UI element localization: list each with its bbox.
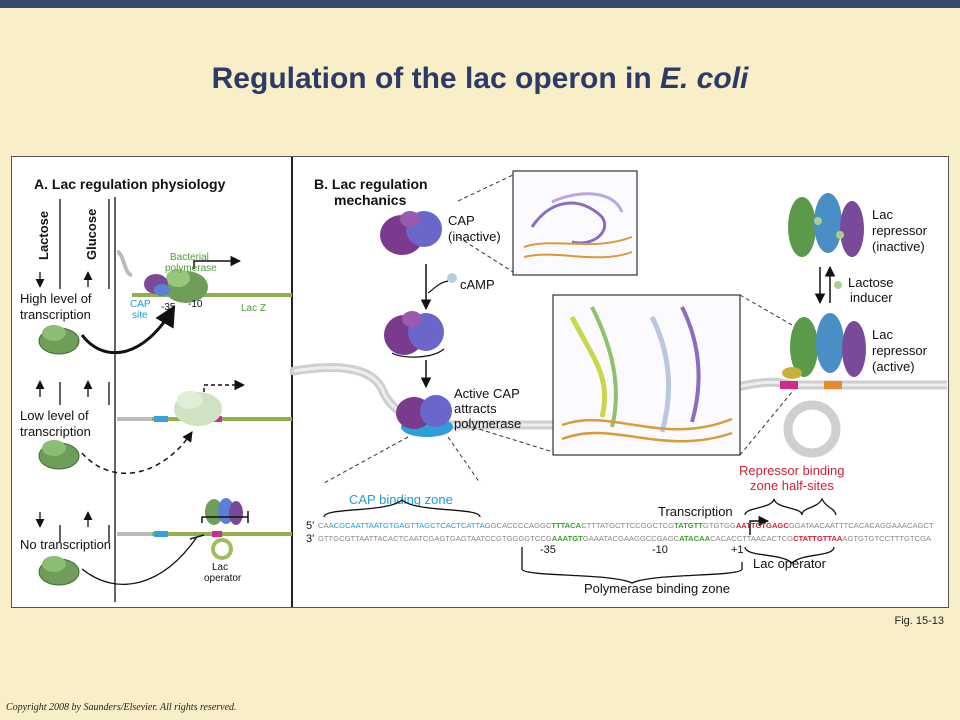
repressor-active-label-2: repressor — [872, 343, 928, 358]
lactose-inducer-molecule — [834, 281, 842, 289]
active-cap-label-3: polymerase — [454, 416, 521, 431]
repressor-active-label-3: (active) — [872, 359, 915, 374]
faded-polymerase-row2 — [174, 391, 222, 426]
transcription-start-arrow — [749, 515, 770, 535]
five-prime-label: 5' — [306, 520, 314, 532]
no-activation-line — [81, 536, 198, 585]
lac-operator-label-b: Lac operator — [753, 556, 827, 571]
glucose-axis-label: Glucose — [84, 209, 99, 260]
minus10-label-a: -10 — [188, 299, 203, 310]
cap-bound-row1 — [144, 274, 170, 296]
panel-a-heading: A. Lac regulation physiology — [34, 176, 226, 192]
top-bar — [0, 0, 960, 8]
top-strand-sequence: CAACGCAATTAATGTGAGTTAGCTCACTCATTAGGCACCC… — [318, 521, 934, 530]
bacterial-polymerase-row1 — [164, 269, 208, 303]
dna-loop-row3 — [211, 538, 233, 560]
lac-operator-label-a-1: Lac — [212, 562, 228, 573]
low-level-label-2: transcription — [20, 424, 91, 439]
cap-inactive-label-1: CAP — [448, 213, 475, 228]
polymerase-zone-label: Polymerase binding zone — [584, 581, 730, 596]
cap-binding-zone-label: CAP binding zone — [349, 492, 453, 507]
panel-b-heading-2: mechanics — [334, 192, 407, 208]
cap-active-blob — [384, 311, 445, 358]
plus1-label: +1 — [731, 544, 744, 556]
active-cap-label-1: Active CAP — [454, 386, 520, 401]
repressor-inactive-label-2: repressor — [872, 223, 928, 238]
low-level-label-1: Low level of — [20, 408, 89, 423]
lac-operator-label-a-2: operator — [204, 573, 242, 584]
diagram-svg: A. Lac regulation physiology Lactose Glu… — [20, 170, 947, 602]
copyright-notice: Copyright 2008 by Saunders/Elsevier. All… — [6, 702, 237, 713]
repressor-inactive-label-3: (inactive) — [872, 239, 925, 254]
lac-operator-brace — [744, 546, 835, 564]
three-prime-label: 3' — [306, 533, 314, 545]
panel-divider — [291, 157, 293, 607]
cap-inactive-blob — [380, 211, 442, 255]
cap-zone-brace — [323, 499, 481, 518]
lactose-axis-label: Lactose — [36, 211, 51, 260]
cap-inactive-label-2: (inactive) — [448, 229, 501, 244]
cap-protein-row2 — [38, 440, 80, 470]
cap-protein-row1 — [38, 325, 80, 355]
lac-repressor-active — [782, 313, 866, 379]
high-level-label-2: transcription — [20, 307, 91, 322]
minus10-label-b: -10 — [652, 544, 668, 556]
low-activation-arrow — [81, 431, 193, 474]
page-title: Regulation of the lac operon in E. coli — [211, 62, 749, 95]
repressor-binding-label-2: zone half-sites — [750, 478, 834, 493]
figure-panel: A. Lac regulation physiology Lactose Glu… — [11, 156, 949, 608]
polymerase-zone-brace — [521, 547, 743, 584]
high-level-label-1: High level of — [20, 291, 92, 306]
bacterial-label-2: polymerase — [165, 263, 217, 274]
inducer-label-1: Lactose — [848, 275, 894, 290]
active-cap-label-2: attracts — [454, 401, 497, 416]
panel-b-heading-1: B. Lac regulation — [314, 176, 428, 192]
transcription-label: Transcription — [658, 504, 733, 519]
high-activation-arrow — [80, 305, 176, 355]
half-site-brace-2 — [801, 497, 837, 516]
cap-polymerase-complex — [396, 395, 453, 437]
lacz-label: Lac Z — [241, 303, 266, 314]
cap-site-label-1: CAP — [130, 299, 151, 310]
cap-protein-row3 — [38, 556, 80, 586]
bottom-strand-sequence: GTTGCGTTAATTACACTCAATCGAGTGAGTAATCCGTGGG… — [318, 534, 932, 543]
cap-site-label-2: site — [132, 310, 148, 321]
camp-label: cAMP — [460, 277, 495, 292]
cap-structure-inset — [512, 170, 638, 276]
lac-repressor-inactive — [788, 193, 864, 257]
repressor-binding-label-1: Repressor binding — [739, 463, 845, 478]
camp-molecule — [447, 273, 457, 283]
figure-number: Fig. 15-13 — [894, 615, 944, 627]
inducer-label-2: inducer — [850, 290, 893, 305]
lac-repressor-row3 — [205, 498, 243, 525]
half-site-brace-1 — [744, 498, 803, 516]
no-transcription-label: No transcription — [20, 537, 111, 552]
minus35-label-b: -35 — [540, 544, 556, 556]
repressor-active-label-1: Lac — [872, 327, 893, 342]
bacterial-label-1: Bacterial — [170, 252, 209, 263]
repressor-inactive-label-1: Lac — [872, 207, 893, 222]
complex-structure-inset — [552, 294, 741, 456]
dna-loop — [783, 400, 841, 458]
